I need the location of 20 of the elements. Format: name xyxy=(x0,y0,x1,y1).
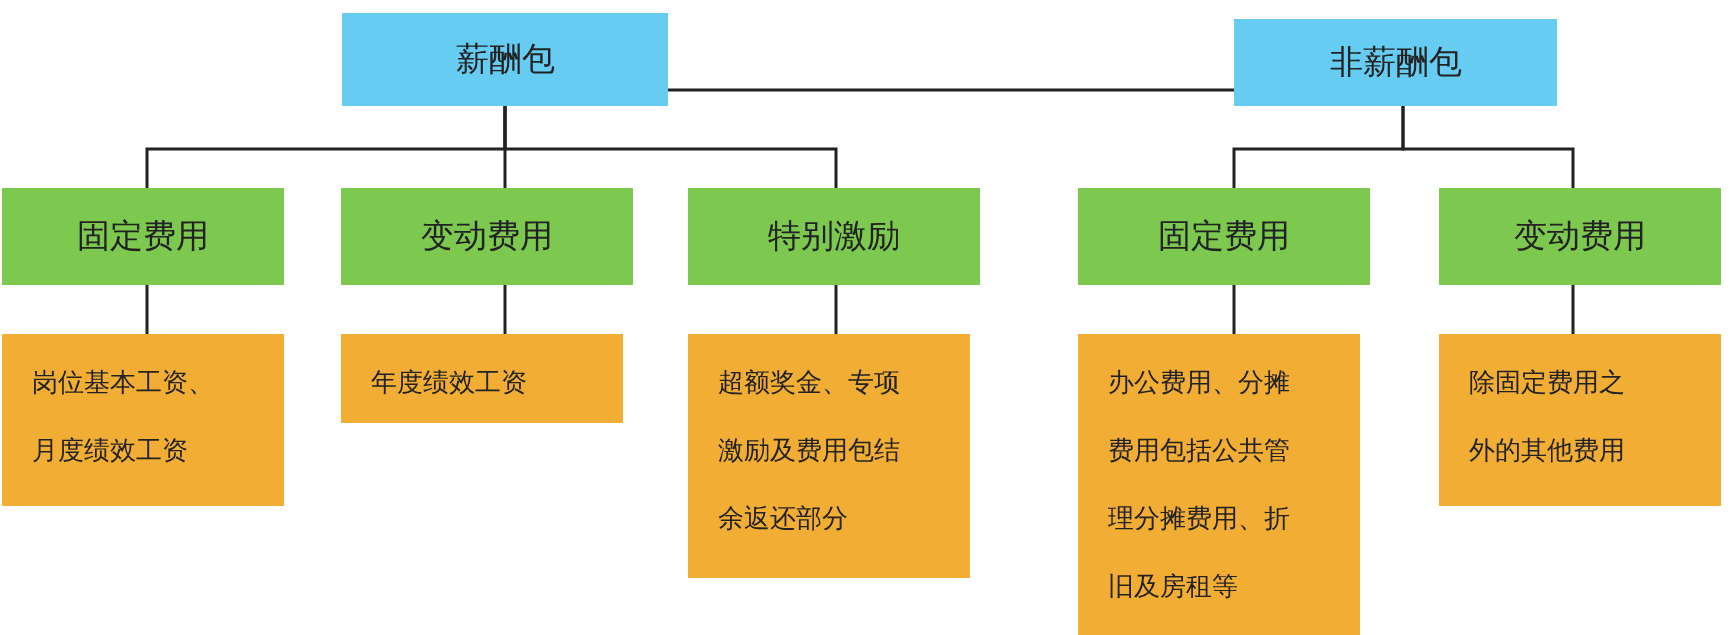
connector-line xyxy=(503,106,838,188)
cost-type-box: 固定费用 xyxy=(2,188,284,285)
description-box: 办公费用、分摊费用包括公共管理分摊费用、折旧及房租等 xyxy=(1078,334,1360,635)
connector-line xyxy=(145,285,149,334)
cost-type-box: 变动费用 xyxy=(341,188,633,285)
description-box: 除固定费用之外的其他费用 xyxy=(1439,334,1721,506)
description-box: 年度绩效工资 xyxy=(341,334,623,423)
connector-line xyxy=(668,88,1234,92)
connector-line xyxy=(1232,285,1236,334)
connector-line xyxy=(834,285,838,334)
cost-type-box: 特别激励 xyxy=(688,188,980,285)
connector-line xyxy=(1571,285,1575,334)
category-box: 薪酬包 xyxy=(342,13,668,106)
connector-line xyxy=(503,285,507,334)
connector-line xyxy=(1401,106,1575,188)
cost-type-box: 固定费用 xyxy=(1078,188,1370,285)
description-box: 超额奖金、专项激励及费用包结余返还部分 xyxy=(688,334,970,578)
cost-type-box: 变动费用 xyxy=(1439,188,1721,285)
description-box: 岗位基本工资、月度绩效工资 xyxy=(2,334,284,506)
category-box: 非薪酬包 xyxy=(1234,19,1557,106)
